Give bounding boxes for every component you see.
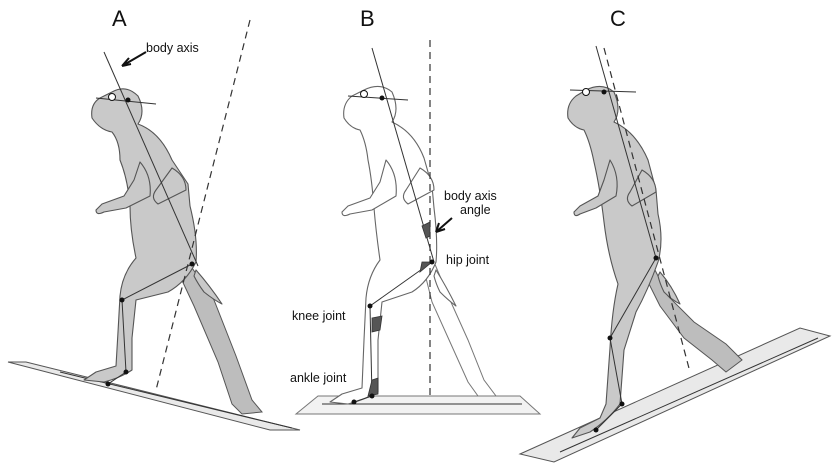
panel-c-toe-marker bbox=[594, 428, 599, 433]
panel-b-knee-angle-wedge bbox=[372, 316, 382, 332]
knee-joint-label: knee joint bbox=[292, 309, 346, 323]
panel-b-eye bbox=[361, 91, 368, 98]
panel-c-surface-line bbox=[560, 338, 818, 452]
panel-b-toe-marker bbox=[352, 400, 357, 405]
panel-b-level-surface bbox=[296, 396, 540, 414]
panel-c-letter: C bbox=[610, 6, 626, 31]
panel-c-body bbox=[568, 86, 661, 438]
panel-c-knee-marker bbox=[608, 336, 613, 341]
hip-joint-label: hip joint bbox=[446, 253, 490, 267]
panel-c-eye bbox=[583, 89, 590, 96]
panel-c: C bbox=[520, 6, 830, 462]
panel-c-decline-surface bbox=[520, 328, 830, 462]
panel-c-hip-marker bbox=[654, 256, 659, 261]
panel-a-toe-marker bbox=[106, 382, 111, 387]
panel-a-ankle-marker bbox=[124, 370, 129, 375]
panel-a-knee-marker bbox=[120, 298, 125, 303]
ankle-joint-label: ankle joint bbox=[290, 371, 347, 385]
body-axis-label: body axis bbox=[146, 41, 199, 55]
panel-b-far-leg bbox=[424, 262, 496, 396]
panel-a-eye bbox=[109, 94, 116, 101]
panel-c-ear-marker bbox=[602, 90, 607, 95]
panel-a-body-axis-arrow bbox=[122, 52, 146, 66]
panel-b-ankle-marker bbox=[370, 394, 375, 399]
panel-c-far-leg bbox=[642, 260, 742, 372]
panel-b-ear-marker bbox=[380, 96, 385, 101]
panel-b-knee-marker bbox=[368, 304, 373, 309]
body-axis-angle-label-line1: body axis bbox=[444, 189, 497, 203]
panel-b-hip-marker bbox=[430, 260, 435, 265]
panel-a-far-leg bbox=[178, 262, 262, 414]
panel-a-ear-marker bbox=[126, 98, 131, 103]
panel-b-letter: B bbox=[360, 6, 375, 31]
panel-c-ankle-marker bbox=[620, 402, 625, 407]
body-axis-angle-label-line2: angle bbox=[460, 203, 491, 217]
panel-b-body bbox=[330, 86, 437, 404]
panel-a-hip-marker bbox=[190, 262, 195, 267]
body-axis-angle-arrow bbox=[436, 218, 452, 232]
panel-a-letter: A bbox=[112, 6, 127, 31]
panel-b: B body axis angle hip joint knee joint a… bbox=[290, 6, 540, 414]
panel-a: A body axis bbox=[8, 6, 300, 430]
panel-a-body bbox=[84, 89, 196, 382]
